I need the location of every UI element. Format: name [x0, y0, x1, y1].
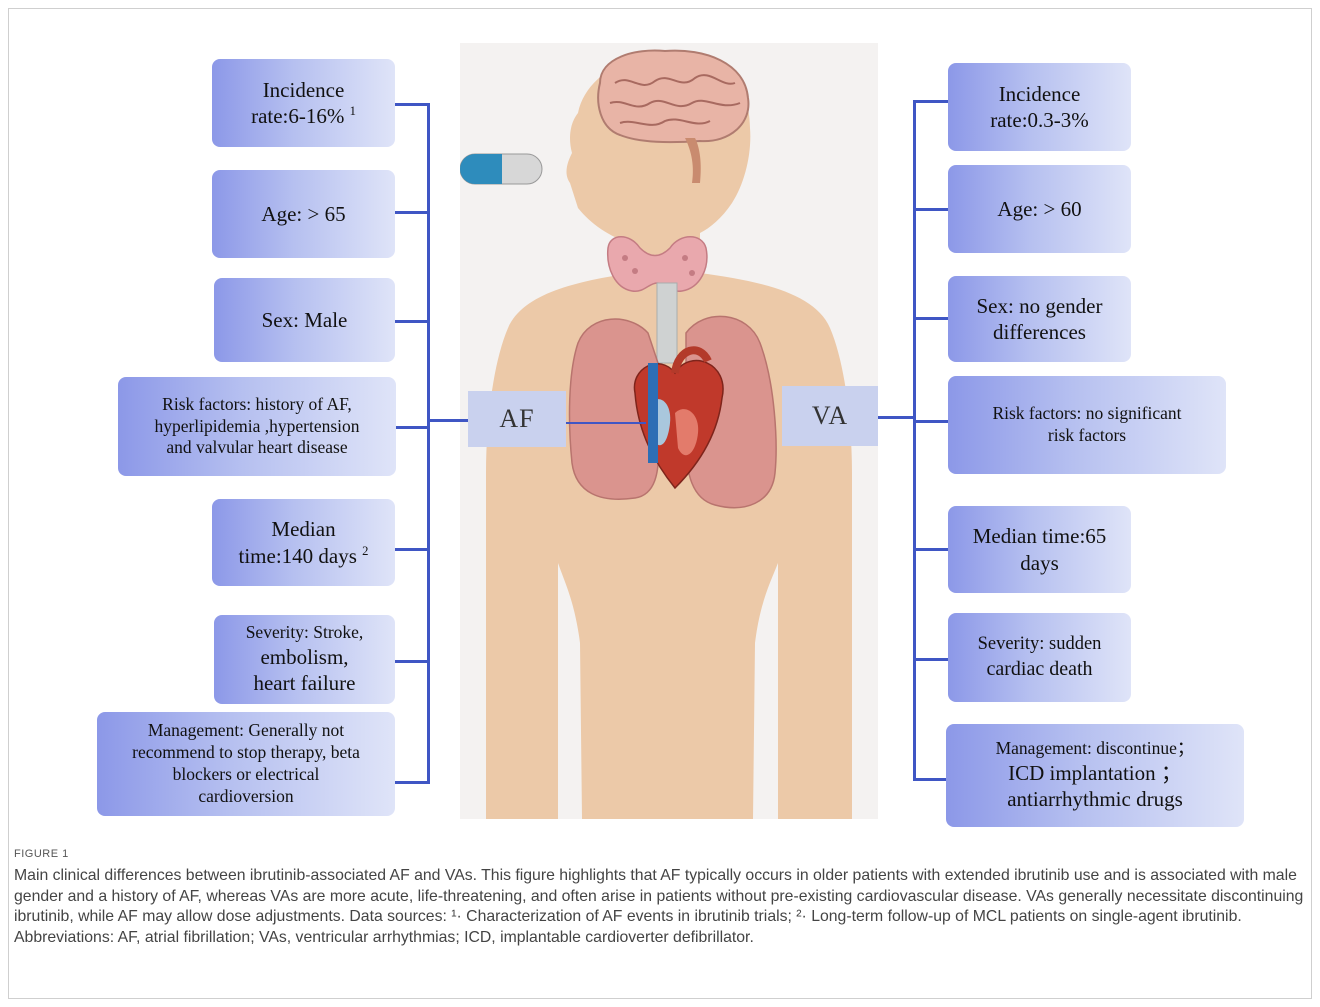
- af-age-box: Age: > 65: [212, 170, 395, 258]
- va-median-line1: Median time:65: [973, 523, 1107, 549]
- af-connector-tick-1: [394, 103, 429, 106]
- af-tag-to-heart: [566, 422, 646, 424]
- af-severity-text1: Severity: Stroke,: [246, 622, 364, 642]
- af-incidence-ref: 1: [350, 104, 356, 118]
- trachea-icon: [657, 283, 677, 363]
- af-risk-line1: Risk factors: history of AF,: [162, 394, 352, 416]
- af-severity-box: Severity: Stroke, embolism, heart failur…: [214, 615, 395, 704]
- af-median-box: Median time:140 days 2: [212, 499, 395, 586]
- af-risk-line3: and valvular heart disease: [166, 437, 347, 459]
- af-incidence-line2: rate:6-16% 1: [251, 103, 356, 129]
- af-mgmt-line3: blockers or electrical: [173, 764, 320, 786]
- af-tag-label: AF: [499, 404, 534, 434]
- af-severity-line2: embolism,: [260, 644, 348, 670]
- figure-label: FIGURE 1: [14, 848, 69, 860]
- af-connector-tick-4: [396, 426, 429, 429]
- af-risk-box: Risk factors: history of AF, hyperlipide…: [118, 377, 396, 476]
- va-connector-vertical: [913, 100, 916, 781]
- va-connector-tick-5: [913, 548, 949, 551]
- va-age-box: Age: > 60: [948, 165, 1131, 253]
- va-incidence-box: Incidence rate:0.3-3%: [948, 63, 1131, 151]
- va-tag-label: VA: [812, 401, 848, 431]
- af-mgmt-line1: Management: Generally not: [148, 720, 344, 742]
- af-incidence-value: rate:6-16%: [251, 104, 344, 128]
- af-severity-line1: Severity: Stroke,: [246, 622, 364, 644]
- va-incidence-line2: rate:0.3-3%: [990, 107, 1089, 133]
- va-risk-line2: risk factors: [1048, 425, 1126, 447]
- figure-caption: Main clinical differences between ibruti…: [14, 866, 1310, 948]
- va-severity-line2: cardiac death: [986, 657, 1092, 682]
- va-mgmt-line3: antiarrhythmic drugs: [1007, 786, 1183, 812]
- va-age-text: Age: > 60: [997, 196, 1081, 222]
- af-median-line1: Median: [271, 516, 335, 542]
- af-connector-tick-5: [394, 548, 429, 551]
- af-management-box: Management: Generally not recommend to s…: [97, 712, 395, 816]
- af-median-value: time:140 days: [239, 544, 357, 568]
- af-connector-tick-6: [394, 660, 429, 663]
- va-risk-box: Risk factors: no significant risk factor…: [948, 376, 1226, 474]
- va-connector-tick-4: [913, 420, 949, 423]
- va-severity-line1: Severity: sudden: [978, 633, 1102, 656]
- af-connector-tick-3: [394, 320, 429, 323]
- af-mgmt-line4: cardioversion: [198, 786, 293, 808]
- va-management-box: Management: discontinue； ICD implantatio…: [946, 724, 1244, 827]
- af-sex-text: Sex: Male: [262, 307, 348, 333]
- pill-icon: [460, 154, 542, 184]
- va-incidence-line1: Incidence: [999, 81, 1081, 107]
- va-connector-to-tag: [876, 416, 916, 419]
- af-mgmt-line2: recommend to stop therapy, beta: [132, 742, 360, 764]
- va-mgmt-line1: Management: discontinue；: [996, 738, 1195, 760]
- af-severity-line3: heart failure: [253, 670, 355, 696]
- af-median-line2: time:140 days 2: [239, 543, 369, 569]
- va-severity-box: Severity: sudden cardiac death: [948, 613, 1131, 702]
- af-tag: AF: [468, 391, 566, 447]
- va-connector-tick-1: [913, 100, 949, 103]
- af-connector-tick-7: [394, 781, 429, 784]
- va-connector-tick-7: [913, 778, 949, 781]
- af-connector-to-tag: [429, 419, 469, 422]
- va-connector-tick-6: [913, 658, 949, 661]
- af-incidence-box: Incidence rate:6-16% 1: [212, 59, 395, 147]
- va-sex-box: Sex: no gender differences: [948, 276, 1131, 362]
- va-connector-tick-3: [913, 317, 949, 320]
- va-connector-tick-2: [913, 208, 949, 211]
- va-sex-line2: differences: [993, 319, 1086, 345]
- af-median-ref: 2: [362, 544, 368, 558]
- af-incidence-line1: Incidence: [263, 77, 345, 103]
- va-sex-line1: Sex: no gender: [977, 293, 1103, 319]
- va-tag: VA: [782, 386, 878, 446]
- va-median-line2: days: [1020, 550, 1059, 576]
- af-connector-tick-2: [394, 211, 429, 214]
- af-sex-box: Sex: Male: [214, 278, 395, 362]
- va-median-box: Median time:65 days: [948, 506, 1131, 593]
- va-mgmt-line2: ICD implantation ；: [1008, 760, 1182, 786]
- af-age-text: Age: > 65: [261, 201, 345, 227]
- af-connector-vertical: [427, 103, 430, 784]
- af-risk-line2: hyperlipidemia ,hypertension: [154, 416, 359, 438]
- va-risk-line1: Risk factors: no significant: [992, 403, 1181, 425]
